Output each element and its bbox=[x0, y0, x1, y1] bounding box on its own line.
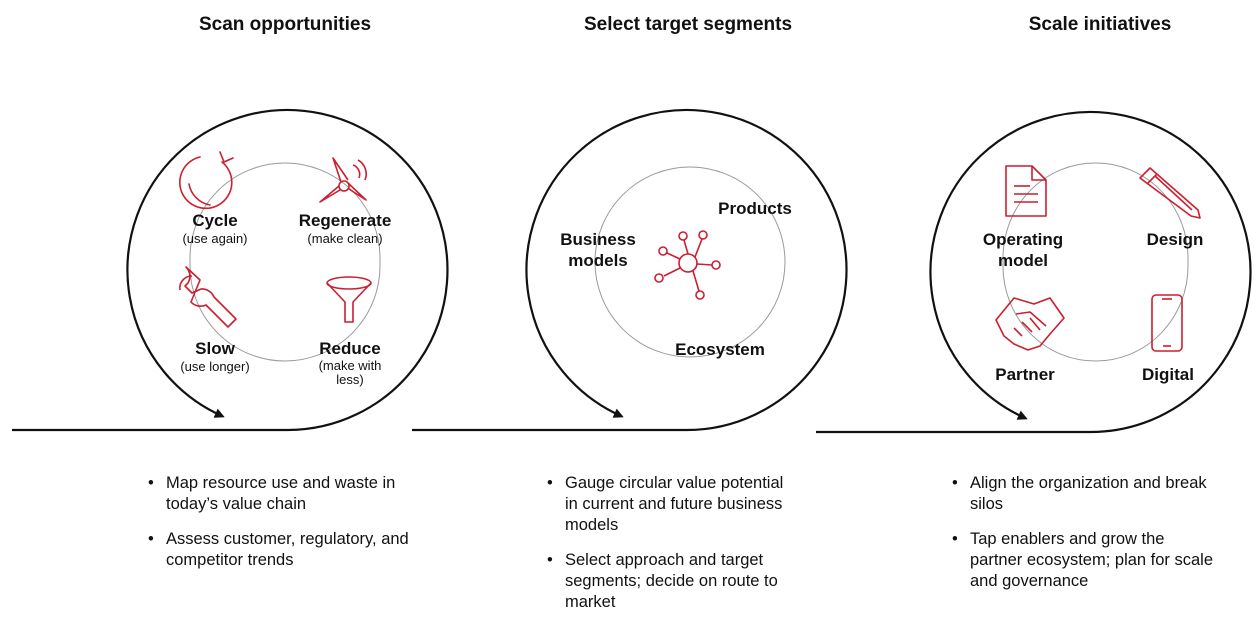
stage3-bullet: Tap enablers and grow the partner ecosys… bbox=[952, 529, 1215, 592]
stage2-bullet: Gauge circular value potential in curren… bbox=[547, 473, 795, 536]
stage2-bullets: Gauge circular value potential in curren… bbox=[545, 473, 795, 627]
stage3-inner-ring bbox=[1002, 162, 1189, 362]
network-hub-icon bbox=[654, 230, 721, 300]
reduce-sublabel-line1: (make with bbox=[318, 358, 382, 373]
stage1-title: Scan opportunities bbox=[198, 14, 372, 35]
design-label: Design bbox=[1146, 230, 1204, 249]
document-icon bbox=[1005, 165, 1047, 217]
stage1-bullet: Map resource use and waste in today’s va… bbox=[148, 473, 436, 515]
stage1-loop bbox=[12, 108, 449, 432]
business-models-label-line2: models bbox=[568, 251, 628, 270]
stage2-loop-arrow bbox=[412, 108, 848, 432]
reduce-label: Reduce bbox=[319, 339, 381, 358]
slow-label: Slow bbox=[195, 339, 235, 358]
stage3-bullets: Align the organization and break silos T… bbox=[950, 473, 1215, 606]
products-label: Products bbox=[718, 199, 792, 218]
wind-turbine-icon bbox=[319, 157, 367, 203]
business-models-label-line1: Business bbox=[560, 230, 636, 249]
stage3-bullet: Align the organization and break silos bbox=[952, 473, 1215, 515]
slow-sublabel: (use longer) bbox=[180, 359, 250, 374]
wrench-icon bbox=[179, 266, 237, 328]
stage2-loop bbox=[412, 108, 848, 432]
reduce-sublabel-line2: less) bbox=[336, 372, 364, 387]
cycle-label: Cycle bbox=[192, 211, 238, 230]
smartphone-icon bbox=[1151, 294, 1183, 352]
regenerate-label: Regenerate bbox=[298, 211, 392, 230]
cycle-sublabel: (use again) bbox=[182, 231, 248, 246]
digital-label: Digital bbox=[1142, 365, 1194, 384]
stage2-title: Select target segments bbox=[583, 14, 793, 35]
handshake-icon bbox=[995, 297, 1065, 351]
stage1-inner-ring bbox=[189, 162, 381, 362]
pencil-icon bbox=[1139, 167, 1201, 219]
operating-model-label-line1: Operating bbox=[982, 230, 1064, 249]
regenerate-sublabel: (make clean) bbox=[307, 231, 383, 246]
partner-label: Partner bbox=[995, 365, 1055, 384]
stage1-loop-arrow bbox=[12, 108, 449, 432]
funnel-icon bbox=[326, 276, 372, 323]
operating-model-label-line2: model bbox=[997, 251, 1049, 270]
ecosystem-label: Ecosystem bbox=[675, 340, 765, 359]
stage2-inner-ring bbox=[594, 166, 786, 358]
stage3-title: Scale initiatives bbox=[1028, 14, 1172, 35]
stage1-bullets: Map resource use and waste in today’s va… bbox=[146, 473, 436, 585]
stage2-bullet: Select approach and target segments; dec… bbox=[547, 550, 795, 613]
stage3-loop-arrow bbox=[816, 110, 1252, 434]
stage1-bullet: Assess customer, regulatory, and competi… bbox=[148, 529, 436, 571]
stage3-loop bbox=[816, 110, 1252, 434]
cycle-icon bbox=[179, 151, 234, 210]
